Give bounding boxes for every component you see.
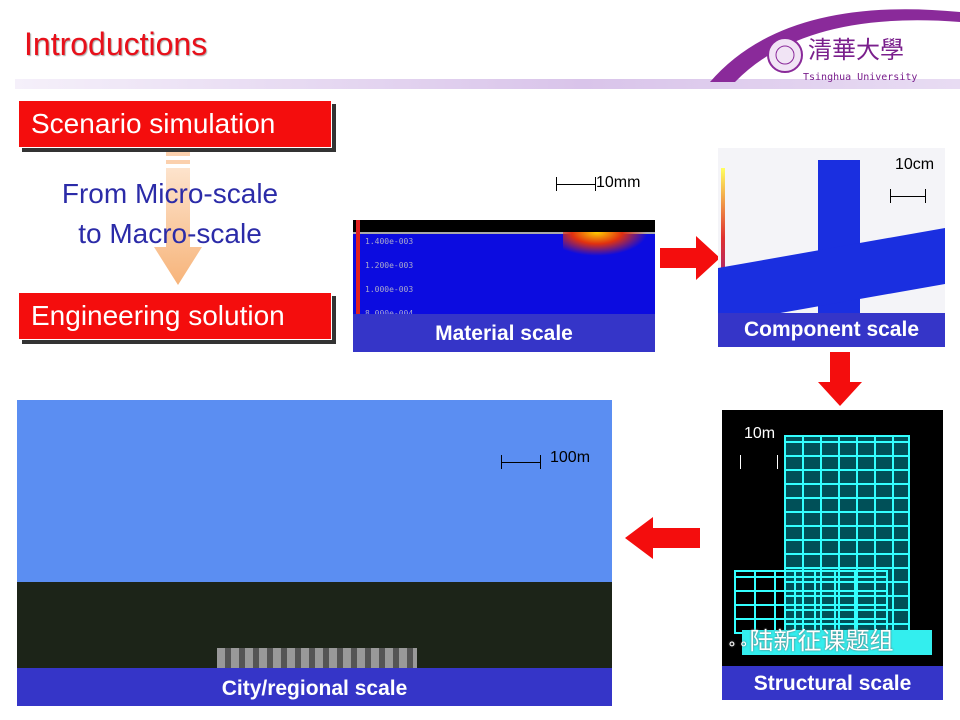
city-scale-bar xyxy=(501,455,541,469)
material-scale-text: 10mm xyxy=(596,174,641,191)
macro-scale-text: to Macro-scale xyxy=(78,218,262,249)
component-simulation-image xyxy=(718,148,945,314)
logo-chinese-text: 清華大學 xyxy=(808,36,904,64)
watermark: ⚬⚬陆新征课题组 xyxy=(726,626,893,660)
down-arrow-icon xyxy=(818,352,862,406)
material-simulation-image: 1.400e-003 1.200e-003 1.000e-003 8.000e-004 xyxy=(353,220,655,314)
city-scale-text: 100m xyxy=(550,449,591,466)
structural-scale-label: Structural scale xyxy=(722,666,943,700)
scenario-simulation-box: Scenario simulation xyxy=(18,100,332,148)
logo-english-text: Tsinghua University xyxy=(803,72,917,83)
right-arrow-icon xyxy=(660,236,720,280)
city-scale-label: City/regional scale xyxy=(17,668,612,706)
slide-title: Introductions xyxy=(24,26,208,62)
component-scale-label: Component scale xyxy=(718,313,945,347)
material-legend: 1.400e-003 1.200e-003 1.000e-003 8.000e-004 xyxy=(365,230,413,314)
structural-simulation-image xyxy=(722,410,943,666)
header-bar xyxy=(15,79,960,89)
legend-value: 1.200e-003 xyxy=(365,261,414,270)
tsinghua-logo: 清華大學 Tsinghua University xyxy=(710,9,960,83)
left-arrow-icon xyxy=(625,517,700,559)
city-simulation-image xyxy=(17,400,612,668)
legend-value: 1.400e-003 xyxy=(365,237,414,246)
engineering-solution-box: Engineering solution xyxy=(18,292,332,340)
component-scale-text: 10cm xyxy=(895,156,935,173)
material-scale-label: Material scale xyxy=(353,314,655,352)
structural-scale-text: 10m xyxy=(744,425,776,442)
structural-scale-bar xyxy=(740,455,778,469)
material-scale-bar xyxy=(556,177,596,191)
micro-scale-text: From Micro-scale xyxy=(61,178,279,209)
down-arrow-icon xyxy=(154,152,202,285)
component-scale-bar xyxy=(890,189,926,203)
legend-value: 8.000e-004 xyxy=(365,309,414,314)
legend-value: 1.000e-003 xyxy=(365,285,414,294)
wechat-icon: ⚬⚬ xyxy=(726,637,750,653)
watermark-text: 陆新征课题组 xyxy=(749,627,894,655)
